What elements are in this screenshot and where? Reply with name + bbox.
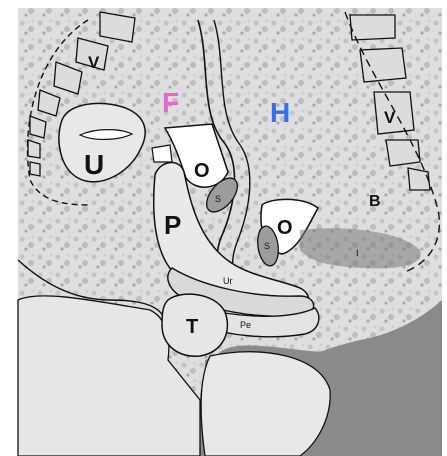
- label-S-right: S: [264, 241, 270, 251]
- label-V-left: V: [88, 53, 100, 72]
- label-I: I: [356, 248, 359, 258]
- label-O-right: O: [277, 217, 293, 239]
- label-O-left: O: [194, 160, 210, 182]
- label-Pe: Pe: [240, 320, 251, 330]
- label-B: B: [369, 193, 381, 210]
- label-V-right: V: [384, 108, 396, 127]
- small-knob: [152, 145, 172, 162]
- label-H: H: [270, 97, 290, 128]
- label-S-left: S: [215, 194, 221, 204]
- lower-bulge: [201, 352, 330, 456]
- label-U: U: [84, 149, 104, 180]
- label-T: T: [186, 316, 198, 338]
- label-F: F: [162, 87, 179, 118]
- label-Ur: Ur: [223, 276, 233, 286]
- label-P: P: [164, 210, 181, 240]
